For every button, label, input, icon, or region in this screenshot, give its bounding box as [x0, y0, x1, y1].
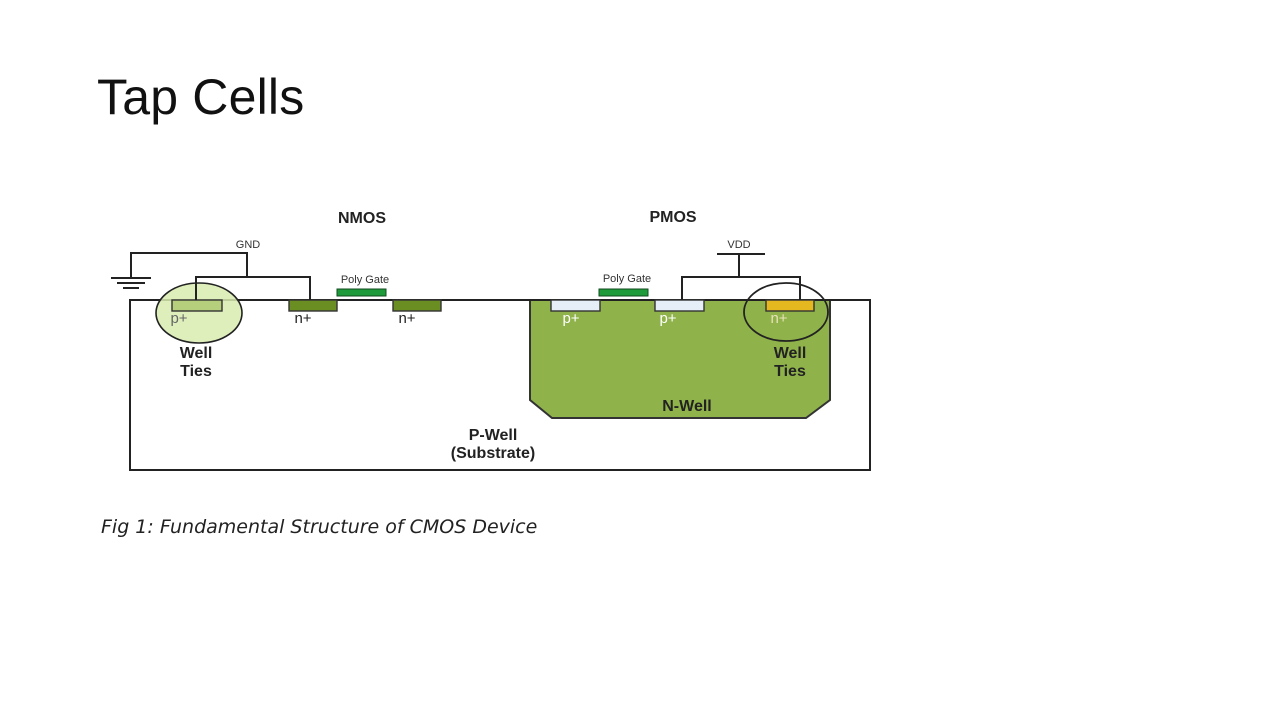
tap-n-plus-label: n+ — [770, 310, 787, 327]
figure-caption: Fig 1: Fundamental Structure of CMOS Dev… — [101, 516, 538, 538]
slide-title: Tap Cells — [97, 69, 305, 125]
well-ties-left-line1: Well — [180, 345, 213, 362]
gnd-wiring — [130, 252, 311, 300]
nmos-n-plus-source — [288, 299, 338, 312]
gnd-label: GND — [236, 239, 261, 251]
tap-n-plus-region — [765, 299, 815, 312]
pmos-label: PMOS — [649, 209, 696, 226]
pmos-p-plus-drain — [654, 299, 705, 312]
nmos-poly-gate-label: Poly Gate — [341, 274, 389, 286]
well-ties-right-line2: Ties — [774, 363, 806, 380]
p-well-label-line2: (Substrate) — [451, 445, 535, 462]
tap-p-plus-label: p+ — [170, 310, 187, 327]
well-ties-left-line2: Ties — [180, 363, 212, 380]
well-tie-highlight-right — [743, 282, 829, 342]
well-ties-right-line1: Well — [774, 345, 807, 362]
pmos-p-plus-source — [550, 299, 601, 312]
nmos-n-plus-drain-label: n+ — [398, 310, 415, 327]
p-well-label-line1: P-Well — [469, 427, 518, 444]
pmos-poly-gate — [598, 288, 649, 297]
pmos-p-plus-drain-label: p+ — [659, 310, 676, 327]
pmos-poly-gate-label: Poly Gate — [603, 273, 651, 285]
p-well-substrate — [129, 299, 871, 471]
pmos-p-plus-source-label: p+ — [562, 310, 579, 327]
well-tie-highlight-left — [155, 282, 243, 344]
ground-icon — [111, 277, 151, 289]
nmos-label: NMOS — [338, 210, 386, 227]
vdd-wiring — [681, 253, 801, 300]
vdd-label: VDD — [727, 239, 750, 251]
nmos-n-plus-source-label: n+ — [294, 310, 311, 327]
nmos-poly-gate — [336, 288, 387, 297]
nmos-n-plus-drain — [392, 299, 442, 312]
n-well-label: N-Well — [662, 398, 711, 415]
